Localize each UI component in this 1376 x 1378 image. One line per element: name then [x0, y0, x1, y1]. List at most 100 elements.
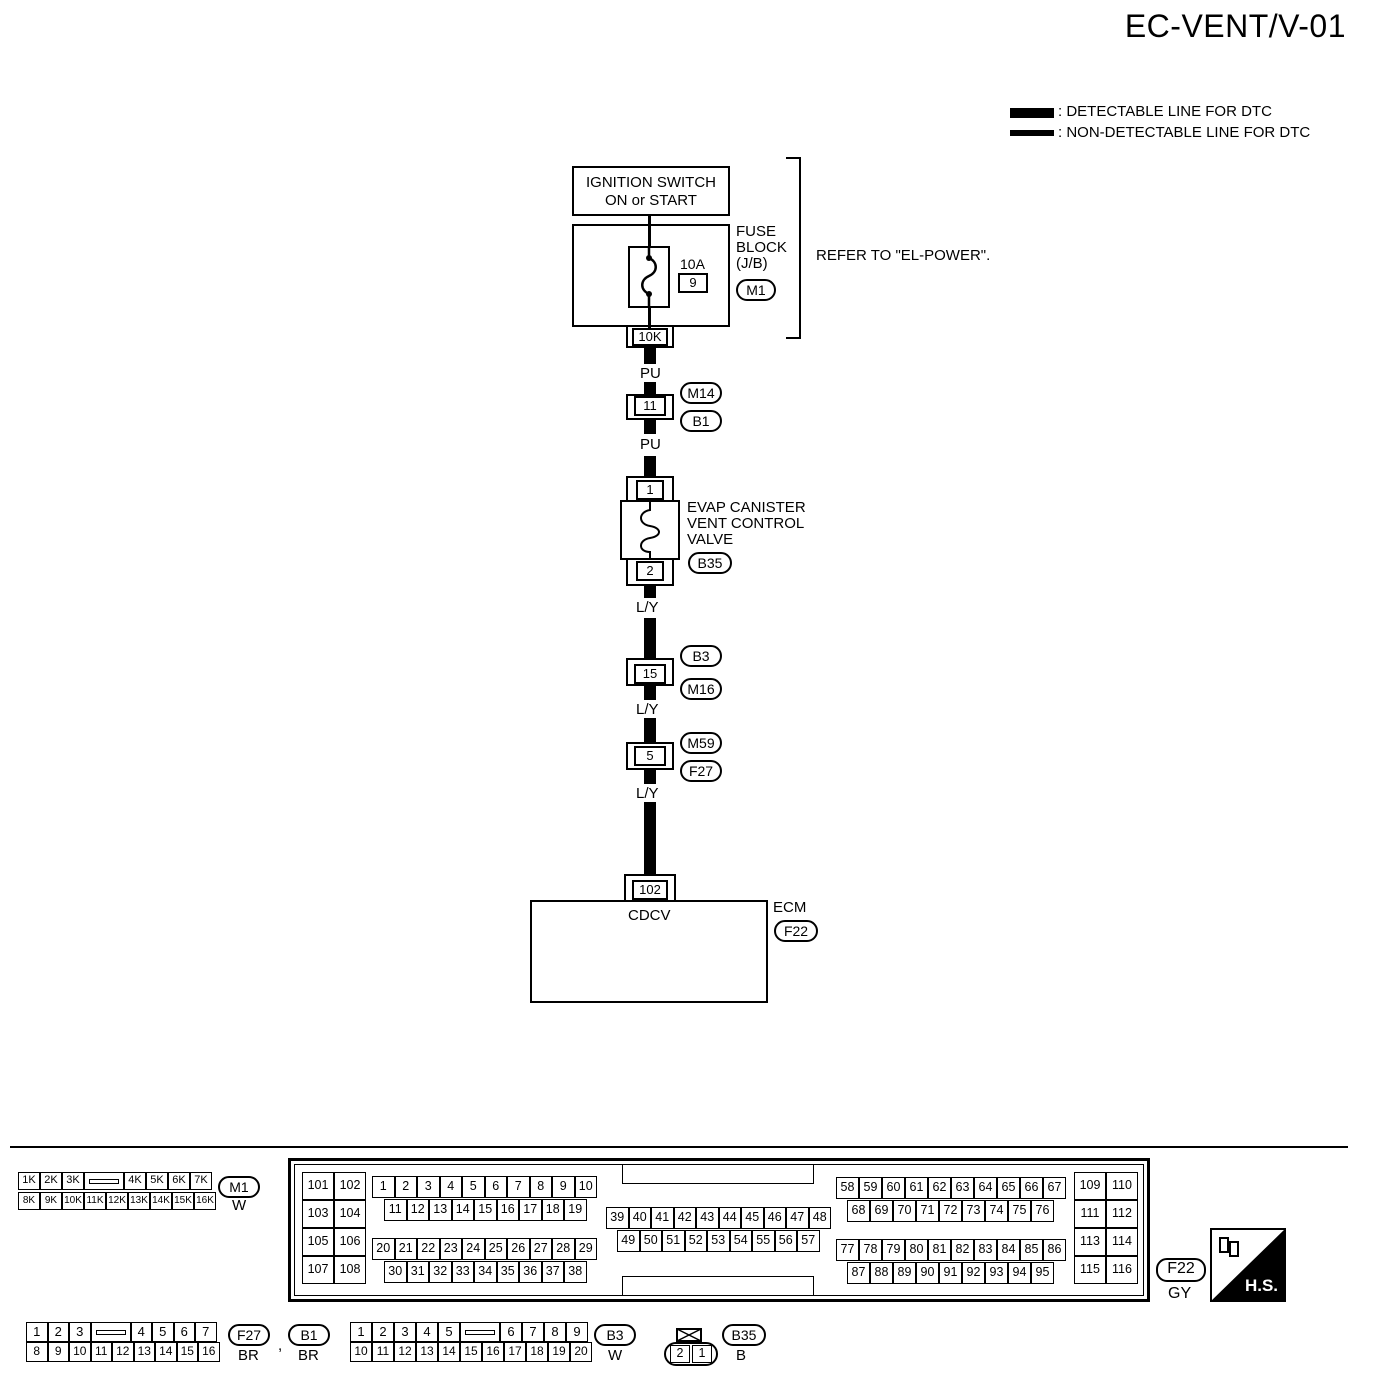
- connector-pin: 13: [416, 1342, 438, 1362]
- ignition-switch-mode: ON or START: [605, 192, 697, 209]
- connector-pin: 10K: [62, 1192, 84, 1210]
- connector-pin: 63: [951, 1177, 974, 1199]
- connector-pin: 9: [47, 1342, 69, 1362]
- connector-pin: 91: [939, 1262, 962, 1284]
- valve-pin-2: 2: [636, 561, 664, 581]
- b35-latch-icon: [676, 1328, 702, 1342]
- wire-segment-4b: [644, 718, 656, 742]
- connector-pin: 28: [552, 1238, 575, 1260]
- connector-pin: 46: [763, 1207, 786, 1229]
- b35-connector-color: B: [736, 1347, 747, 1364]
- connector-pin: 93: [985, 1262, 1008, 1284]
- connector-pin: 9: [566, 1322, 588, 1342]
- connector-pin: 67: [1043, 1177, 1066, 1199]
- connector-pin: 18: [541, 1199, 564, 1221]
- fuse-block-label-3: (J/B): [736, 255, 768, 272]
- connector-pin: 90: [916, 1262, 939, 1284]
- legend-non-detectable-label: : NON-DETECTABLE LINE FOR DTC: [1058, 124, 1311, 141]
- wire-segment-4: [644, 686, 656, 700]
- connector-pin: 88: [870, 1262, 893, 1284]
- b3-connector-id: B3: [594, 1324, 636, 1346]
- connector-pin: 68: [847, 1200, 870, 1222]
- ignition-switch-box: IGNITION SWITCH ON or START: [572, 166, 730, 216]
- connector-pin: 6: [173, 1322, 195, 1342]
- connector-pin: 11: [372, 1342, 394, 1362]
- harness-side-badge: H.S.: [1210, 1228, 1286, 1302]
- f22-connector-id: F22: [1156, 1258, 1206, 1282]
- connector-pin: 83: [974, 1239, 997, 1261]
- fuse-block-connector-badge: M1: [736, 279, 776, 301]
- junction-11-connector-top: M14: [680, 382, 722, 404]
- connector-pin: 5: [152, 1322, 174, 1342]
- connector-pin: 6: [484, 1176, 507, 1198]
- connector-pin: 61: [905, 1177, 928, 1199]
- connector-pin: 2: [47, 1322, 69, 1342]
- connector-pin: 12: [112, 1342, 134, 1362]
- junction-11-pin: 11: [634, 396, 666, 416]
- connector-pin: 92: [962, 1262, 985, 1284]
- connector-pin: 12K: [106, 1192, 128, 1210]
- connector-pin: 7: [522, 1322, 544, 1342]
- junction-5-connector-top: M59: [680, 732, 722, 754]
- fuse-amperage: 10A: [680, 256, 705, 272]
- connector-pin: 58: [836, 1177, 859, 1199]
- connector-pin: 3K: [62, 1172, 84, 1190]
- connector-pin: 2: [372, 1322, 394, 1342]
- connector-pin: 13K: [128, 1192, 150, 1210]
- connector-pin: 10: [574, 1176, 597, 1198]
- connector-pin: 14: [438, 1342, 460, 1362]
- connector-pin: 62: [928, 1177, 951, 1199]
- connector-pin: 16K: [194, 1192, 216, 1210]
- connector-pin: 20: [372, 1238, 395, 1260]
- connector-pin: 5: [438, 1322, 460, 1342]
- connector-pin: 50: [639, 1230, 662, 1252]
- connector-pin: 39: [606, 1207, 629, 1229]
- connector-pin: 102: [334, 1172, 366, 1200]
- fuse-wire-top: [648, 216, 651, 250]
- connector-pin: 94: [1008, 1262, 1031, 1284]
- connector-pin: 69: [870, 1200, 893, 1222]
- connector-pin: 12: [406, 1199, 429, 1221]
- connector-pin: 84: [997, 1239, 1020, 1261]
- wire-color-2: PU: [640, 436, 661, 453]
- ecm-terminal-102: 102: [632, 880, 668, 900]
- junction-11-connector-bottom: B1: [680, 410, 722, 432]
- connector-pin: 11: [90, 1342, 112, 1362]
- connector-pin: 21: [394, 1238, 417, 1260]
- f27-connector-id: F27: [228, 1324, 270, 1346]
- connector-pin: 19: [548, 1342, 570, 1362]
- connector-lock-tab: [460, 1322, 500, 1342]
- connector-pin: 3: [417, 1176, 440, 1198]
- connector-pin: 42: [673, 1207, 696, 1229]
- valve-pin-1: 1: [636, 480, 664, 500]
- connector-pin: 3: [394, 1322, 416, 1342]
- wire-segment-3: [644, 586, 656, 598]
- junction-15-connector-top: B3: [680, 645, 722, 667]
- connector-pin: 80: [905, 1239, 928, 1261]
- connector-pin: 110: [1106, 1172, 1138, 1200]
- connector-pin: 1: [350, 1322, 372, 1342]
- connector-pin: 71: [916, 1200, 939, 1222]
- connector-pin: 8: [26, 1342, 48, 1362]
- connector-pin: 27: [529, 1238, 552, 1260]
- connector-pin: 82: [951, 1239, 974, 1261]
- junction-15-connector-bottom: M16: [680, 678, 722, 700]
- connector-pin: 8K: [18, 1192, 40, 1210]
- connector-pin: 65: [997, 1177, 1020, 1199]
- ecm-connector-badge: F22: [774, 920, 818, 942]
- connector-pin: 16: [482, 1342, 504, 1362]
- wire-segment-5: [644, 770, 656, 784]
- harness-side-triangle: [1212, 1230, 1284, 1300]
- connector-pin: 77: [836, 1239, 859, 1261]
- connector-pin: 109: [1074, 1172, 1106, 1200]
- wire-segment-5b: [644, 802, 656, 876]
